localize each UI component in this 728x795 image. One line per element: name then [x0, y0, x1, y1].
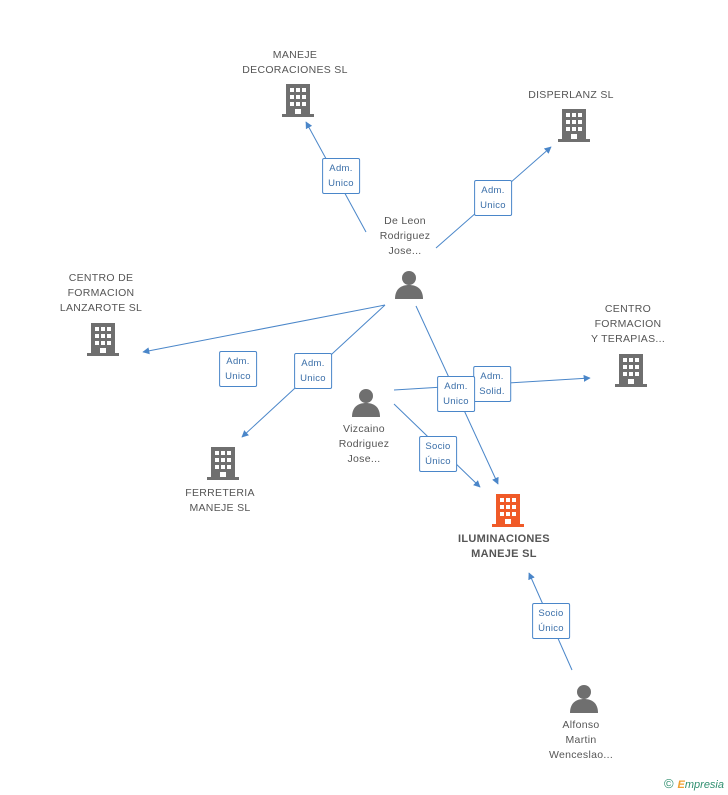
edge-label-socio-unico[interactable]: Socio Único: [419, 436, 457, 472]
edge-line-de-leon-centro-lanzarote: [142, 304, 386, 355]
building-icon[interactable]: [282, 84, 314, 117]
building-icon[interactable]: [558, 109, 590, 142]
node-label-alfonso[interactable]: Alfonso Martin Wenceslao...: [548, 719, 614, 761]
copyright-icon: ©: [663, 776, 674, 791]
brand-name: mpresia: [684, 779, 724, 791]
edge-label-adm-unico[interactable]: Adm. Unico: [219, 351, 257, 387]
node-label-de-leon[interactable]: De Leon Rodriguez Jose...: [379, 215, 431, 257]
brand-logo: ©Empresia: [664, 776, 724, 791]
node-label-disperlanz[interactable]: DISPERLANZ SL: [528, 89, 614, 101]
node-label-centro-terapias[interactable]: CENTRO FORMACION Y TERAPIAS...: [590, 303, 666, 345]
node-label-vizcaino[interactable]: Vizcaino Rodriguez Jose...: [338, 423, 390, 465]
node-label-maneje-decoraciones[interactable]: MANEJE DECORACIONES SL: [242, 49, 348, 76]
node-label-centro-lanzarote[interactable]: CENTRO DE FORMACION LANZAROTE SL: [59, 272, 143, 314]
person-icon[interactable]: [395, 271, 423, 299]
edge-label-socio-unico[interactable]: Socio Único: [532, 603, 570, 639]
edge-label-adm-unico[interactable]: Adm. Unico: [294, 353, 332, 389]
edge-label-adm-solid[interactable]: Adm. Solid.: [473, 366, 511, 402]
building-icon[interactable]: [207, 447, 239, 480]
node-label-ferreteria[interactable]: FERRETERIA MANEJE SL: [185, 487, 255, 514]
building-icon-focus[interactable]: [492, 494, 524, 527]
node-label-iluminaciones[interactable]: ILUMINACIONES MANEJE SL: [458, 533, 550, 560]
person-icon[interactable]: [570, 685, 598, 713]
edge-label-adm-unico[interactable]: Adm. Unico: [437, 376, 475, 412]
edge-label-adm-unico[interactable]: Adm. Unico: [322, 158, 360, 194]
edge-label-adm-unico[interactable]: Adm. Unico: [474, 180, 512, 216]
building-icon[interactable]: [87, 323, 119, 356]
person-icon[interactable]: [352, 389, 380, 417]
building-icon[interactable]: [615, 354, 647, 387]
brand-initial: E: [677, 779, 685, 791]
